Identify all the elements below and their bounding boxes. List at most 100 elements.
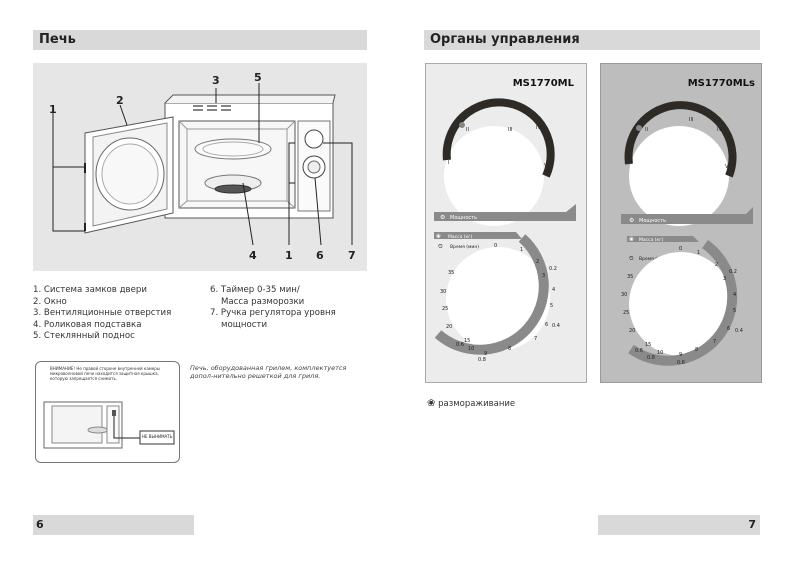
- weight-label-2: Масса (кг): [639, 237, 664, 243]
- svg-text:6: 6: [545, 322, 548, 328]
- legend-item: мощности: [221, 319, 268, 330]
- svg-text:2: 2: [715, 262, 718, 268]
- power-label-1: Мощность: [450, 215, 477, 221]
- svg-text:20: 20: [446, 324, 452, 330]
- svg-text:20: 20: [629, 328, 635, 334]
- svg-text:0.8: 0.8: [647, 355, 655, 361]
- power-icon-2: ⚙: [629, 217, 634, 224]
- oven-illustration: 1 2 3 5 4 1 6 7: [49, 71, 356, 262]
- svg-text:30: 30: [440, 289, 446, 295]
- legend-item: 7. Ручка регулятора уровня: [210, 308, 336, 318]
- defrost-icon-2: ❀: [629, 236, 634, 243]
- svg-text:I: I: [448, 160, 449, 166]
- callout-5: 5: [254, 71, 262, 84]
- svg-text:5: 5: [550, 303, 553, 309]
- callout-1b: 1: [285, 249, 293, 262]
- callout-7: 7: [348, 249, 356, 262]
- model-name-ms1770mls: MS1770MLs: [687, 78, 755, 89]
- svg-text:8: 8: [508, 346, 511, 352]
- right-page-title-bar: Органы управления: [424, 30, 760, 50]
- svg-text:0.2: 0.2: [729, 269, 737, 275]
- time-label-2: Время (мин): [639, 256, 668, 262]
- left-page-footer: 6: [33, 515, 194, 535]
- svg-text:3: 3: [723, 276, 726, 282]
- legend-item: 3. Вентиляционные отверстия: [33, 308, 172, 318]
- legend-item: 4. Роликовая подставка: [33, 319, 142, 330]
- legend-item: Масса разморозки: [221, 296, 305, 307]
- right-page-title: Органы управления: [430, 32, 580, 47]
- defrost-legend-text: размораживание: [438, 399, 516, 409]
- oven-side-illustration: [43, 401, 175, 449]
- svg-text:9: 9: [679, 352, 682, 358]
- svg-text:3: 3: [542, 273, 545, 279]
- weight-label-1: Масса (кг): [448, 234, 473, 240]
- right-page-footer: 7: [598, 515, 760, 535]
- legend-item: 5. Стеклянный поднос: [33, 331, 135, 341]
- svg-text:0.6: 0.6: [456, 342, 464, 348]
- svg-text:10: 10: [657, 350, 663, 356]
- callout-3: 3: [212, 74, 220, 87]
- svg-text:15: 15: [645, 342, 651, 348]
- svg-text:0.8: 0.8: [478, 357, 486, 363]
- svg-text:9: 9: [484, 351, 487, 357]
- callout-6: 6: [316, 249, 324, 262]
- right-page-number: 7: [748, 518, 756, 531]
- svg-text:II: II: [466, 127, 469, 133]
- svg-text:6: 6: [727, 326, 730, 332]
- callout-4: 4: [249, 249, 257, 262]
- svg-text:7: 7: [534, 336, 537, 342]
- svg-text:8: 8: [695, 347, 698, 353]
- time-label-1: Время (мин): [450, 244, 479, 250]
- svg-text:III: III: [689, 117, 693, 123]
- svg-text:V: V: [725, 164, 729, 170]
- svg-text:4: 4: [733, 292, 736, 298]
- left-page-number: 6: [36, 518, 44, 531]
- svg-text:1: 1: [520, 247, 523, 253]
- left-page-title: Печь: [39, 32, 76, 47]
- legend-item: 6. Таймер 0-35 мин/: [210, 285, 300, 295]
- svg-text:0.4: 0.4: [552, 323, 560, 329]
- left-page-title-bar: Печь: [33, 30, 367, 50]
- svg-text:25: 25: [442, 306, 448, 312]
- defrost-legend: ❀ размораживание: [427, 398, 515, 409]
- svg-text:IV: IV: [536, 125, 541, 131]
- svg-text:I: I: [631, 160, 632, 166]
- svg-text:15: 15: [464, 338, 470, 344]
- warning-note-text: ВНИМАНИЕ! Не правой стороне внутренней к…: [50, 366, 160, 381]
- legend-item: 1. Система замков двери: [33, 285, 147, 295]
- callout-2: 2: [116, 94, 124, 107]
- svg-text:35: 35: [627, 274, 633, 280]
- do-not-remove-label: НЕ ВЫНИМАТЬ: [142, 434, 173, 439]
- legend-item: 2. Окно: [33, 296, 67, 307]
- svg-text:35: 35: [448, 270, 454, 276]
- clock-icon-2: ⏲: [629, 255, 634, 262]
- svg-text:7: 7: [713, 339, 716, 345]
- defrost-icon: ❀: [436, 233, 441, 240]
- svg-text:IV: IV: [717, 127, 722, 133]
- svg-text:2: 2: [536, 259, 539, 265]
- callout-1a: 1: [49, 103, 57, 116]
- clock-icon: ⏲: [438, 243, 443, 250]
- defrost-legend-icon: ❀: [427, 398, 436, 409]
- svg-text:III: III: [508, 127, 512, 133]
- model-name-ms1770ml: MS1770ML: [512, 78, 574, 89]
- parts-legend-col1: 1. Система замков двери 2. Окно 3. Венти…: [33, 285, 171, 343]
- svg-text:30: 30: [621, 292, 627, 298]
- svg-text:0.4: 0.4: [735, 328, 743, 334]
- svg-text:5: 5: [733, 308, 736, 314]
- svg-text:V: V: [544, 163, 548, 169]
- power-label-2: Мощность: [639, 218, 666, 224]
- parts-legend-col2: 6. Таймер 0-35 мин/ Масса разморозки 7. …: [210, 285, 336, 331]
- svg-text:4: 4: [552, 287, 555, 293]
- svg-text:0.6: 0.6: [635, 348, 643, 354]
- svg-text:0.6: 0.6: [677, 360, 685, 366]
- power-icon: ⚙: [440, 214, 445, 221]
- svg-text:10: 10: [468, 346, 474, 352]
- oven-diagram: 1 2 3 5 4 1 6 7: [33, 63, 367, 271]
- svg-text:25: 25: [623, 310, 629, 316]
- svg-text:1: 1: [697, 250, 700, 256]
